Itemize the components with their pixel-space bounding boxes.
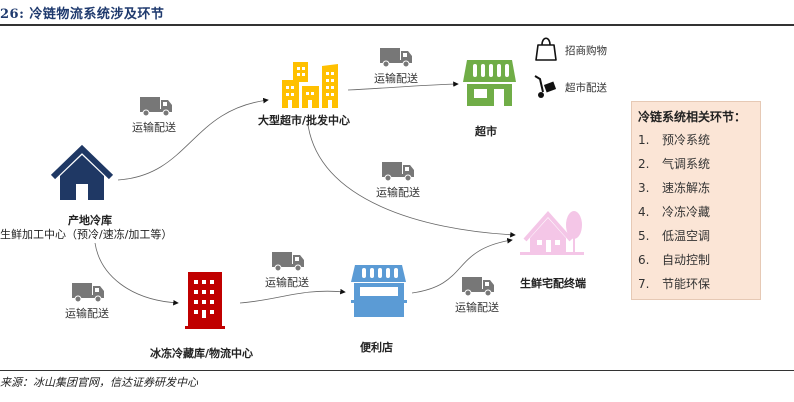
top-divider (0, 24, 794, 26)
store-icon (463, 60, 516, 106)
truck-icon (461, 276, 495, 297)
source-note: 来源：冰山集团官网，信达证券研发中心 (0, 376, 198, 389)
panel-item: 1.预冷系统 (638, 133, 711, 147)
edge-wholesale-to-supermarket (347, 81, 459, 91)
truck-icon (271, 251, 305, 272)
bottom-divider (0, 370, 794, 371)
panel-item: 6.自动控制 (638, 253, 711, 267)
house-icon (50, 144, 114, 200)
node-label-origin: 产地冷库 (68, 214, 112, 227)
truck-icon (381, 161, 415, 182)
panel-item: 5.低温空调 (638, 229, 711, 243)
convenience-store-icon (351, 265, 407, 317)
edge-label: 运输配送 (265, 276, 309, 289)
truck-icon (71, 282, 105, 303)
edge-label: 运输配送 (65, 307, 109, 320)
figure-title: 26: 冷链物流系统涉及环节 (0, 7, 165, 22)
edge-label: 运输配送 (374, 72, 418, 85)
edge-label: 运输配送 (132, 121, 176, 134)
cold-chain-stages-panel: 冷链系统相关环节： 1.预冷系统 2.气调系统 3.速冻解冻 4.冷冻冷藏 5.… (631, 101, 761, 300)
edge-wholesale-to-terminal (307, 124, 516, 238)
node-label-coldstorage: 冰冻冷藏库/物流中心 (150, 347, 254, 360)
panel-item: 2.气调系统 (638, 157, 711, 171)
panel-item: 4.冷冻冷藏 (638, 205, 711, 219)
warehouse-building-icon (185, 272, 225, 329)
edge-label: 运输配送 (376, 186, 420, 199)
home-delivery-icon (520, 210, 584, 255)
node-label-convenience: 便利店 (360, 341, 393, 354)
note-delivery: 超市配送 (565, 82, 607, 94)
panel-item: 7.节能环保 (638, 277, 711, 291)
node-label-supermarket: 超市 (475, 125, 497, 138)
truck-icon (379, 47, 413, 68)
hand-truck-icon (534, 75, 557, 98)
panel-item: 3.速冻解冻 (638, 181, 711, 195)
note-shopping: 招商购物 (565, 45, 607, 57)
edge-origin-to-coldstorage (94, 242, 179, 306)
truck-icon (139, 96, 173, 117)
node-label-wholesale: 大型超市/批发中心 (258, 114, 351, 127)
edge-coldstorage-to-convenience (239, 288, 346, 304)
shopping-bag-icon (535, 37, 557, 61)
edge-convenience-to-terminal (411, 238, 513, 294)
edge-origin-to-wholesale (117, 97, 269, 181)
panel-title: 冷链系统相关环节： (638, 110, 747, 124)
buildings-icon (282, 62, 338, 108)
node-label-terminal: 生鲜宅配终端 (520, 277, 586, 290)
edge-label: 运输配送 (455, 301, 499, 314)
node-sublabel-origin: 生鲜加工中心（预冷/速冻/加工等） (0, 228, 173, 241)
